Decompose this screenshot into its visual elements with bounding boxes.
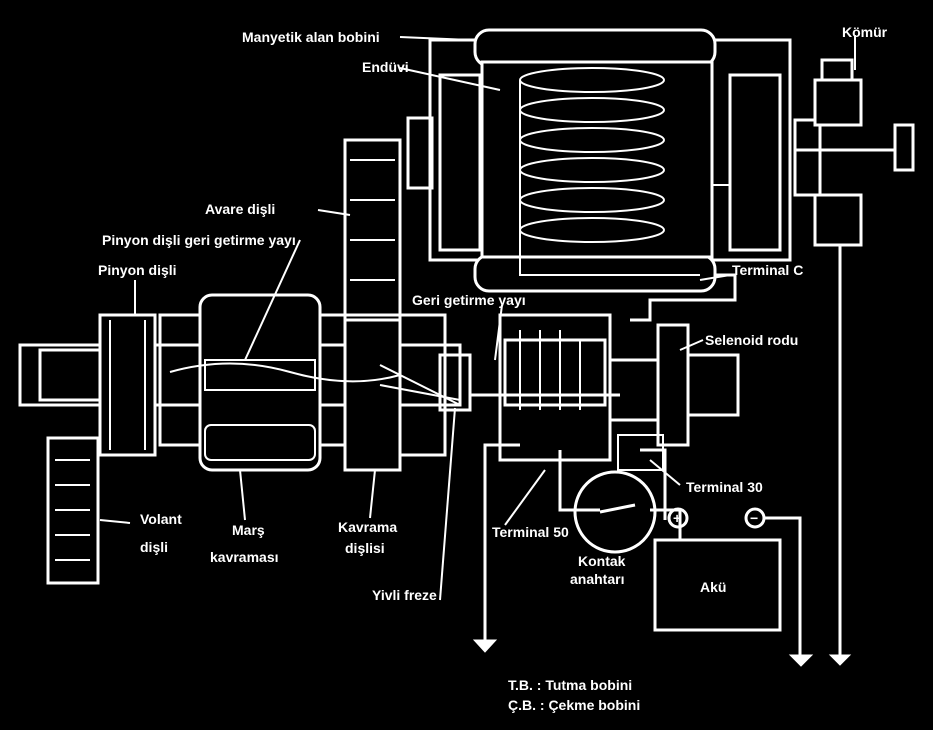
label-plus: +: [673, 510, 681, 526]
leader-lines: [99, 35, 856, 526]
label-field-coil: Manyetik alan bobini: [242, 29, 380, 45]
legend-cb: Ç.B. : Çekme bobini: [508, 697, 640, 713]
solenoid: [470, 313, 740, 471]
label-pinion-gear: Pinyon dişli: [98, 262, 177, 278]
labels: Manyetik alan bobini Kömür Endüvi Avare …: [98, 24, 888, 713]
label-return-spring: Geri getirme yayı: [412, 292, 526, 308]
legend-tb: T.B. : Tutma bobini: [508, 677, 632, 693]
label-flywheel-1: Volant: [140, 511, 182, 527]
label-key-switch-2: anahtarı: [570, 571, 624, 587]
label-flywheel-2: dişli: [140, 539, 168, 555]
label-battery: Akü: [700, 579, 726, 595]
label-terminal-50: Terminal 50: [492, 524, 569, 540]
label-clutch-2: kavraması: [210, 549, 279, 565]
label-spline: Yivli freze: [372, 587, 437, 603]
label-terminal-30: Terminal 30: [686, 479, 763, 495]
label-idler-gear: Avare dişli: [205, 201, 275, 217]
shaft-assembly: [18, 293, 472, 472]
idler-gear: [343, 138, 402, 317]
label-minus: −: [750, 510, 758, 526]
label-solenoid-rod: Selenoid rodu: [705, 332, 798, 348]
label-armature: Endüvi: [362, 59, 409, 75]
armature-coil: [480, 60, 714, 276]
label-key-switch-1: Kontak: [578, 553, 626, 569]
label-clutch-gear-1: Kavrama: [338, 519, 397, 535]
label-pinion-return-spring: Pinyon dişli geri getirme yayı: [102, 232, 296, 248]
label-brush: Kömür: [842, 24, 888, 40]
label-clutch-1: Marş: [232, 522, 265, 538]
wiring: [439, 245, 852, 667]
label-clutch-gear-2: dişlisi: [345, 540, 385, 556]
label-terminal-c: Terminal C: [732, 262, 803, 278]
carbon-brush: [813, 58, 863, 247]
flywheel-gear: [46, 436, 100, 585]
